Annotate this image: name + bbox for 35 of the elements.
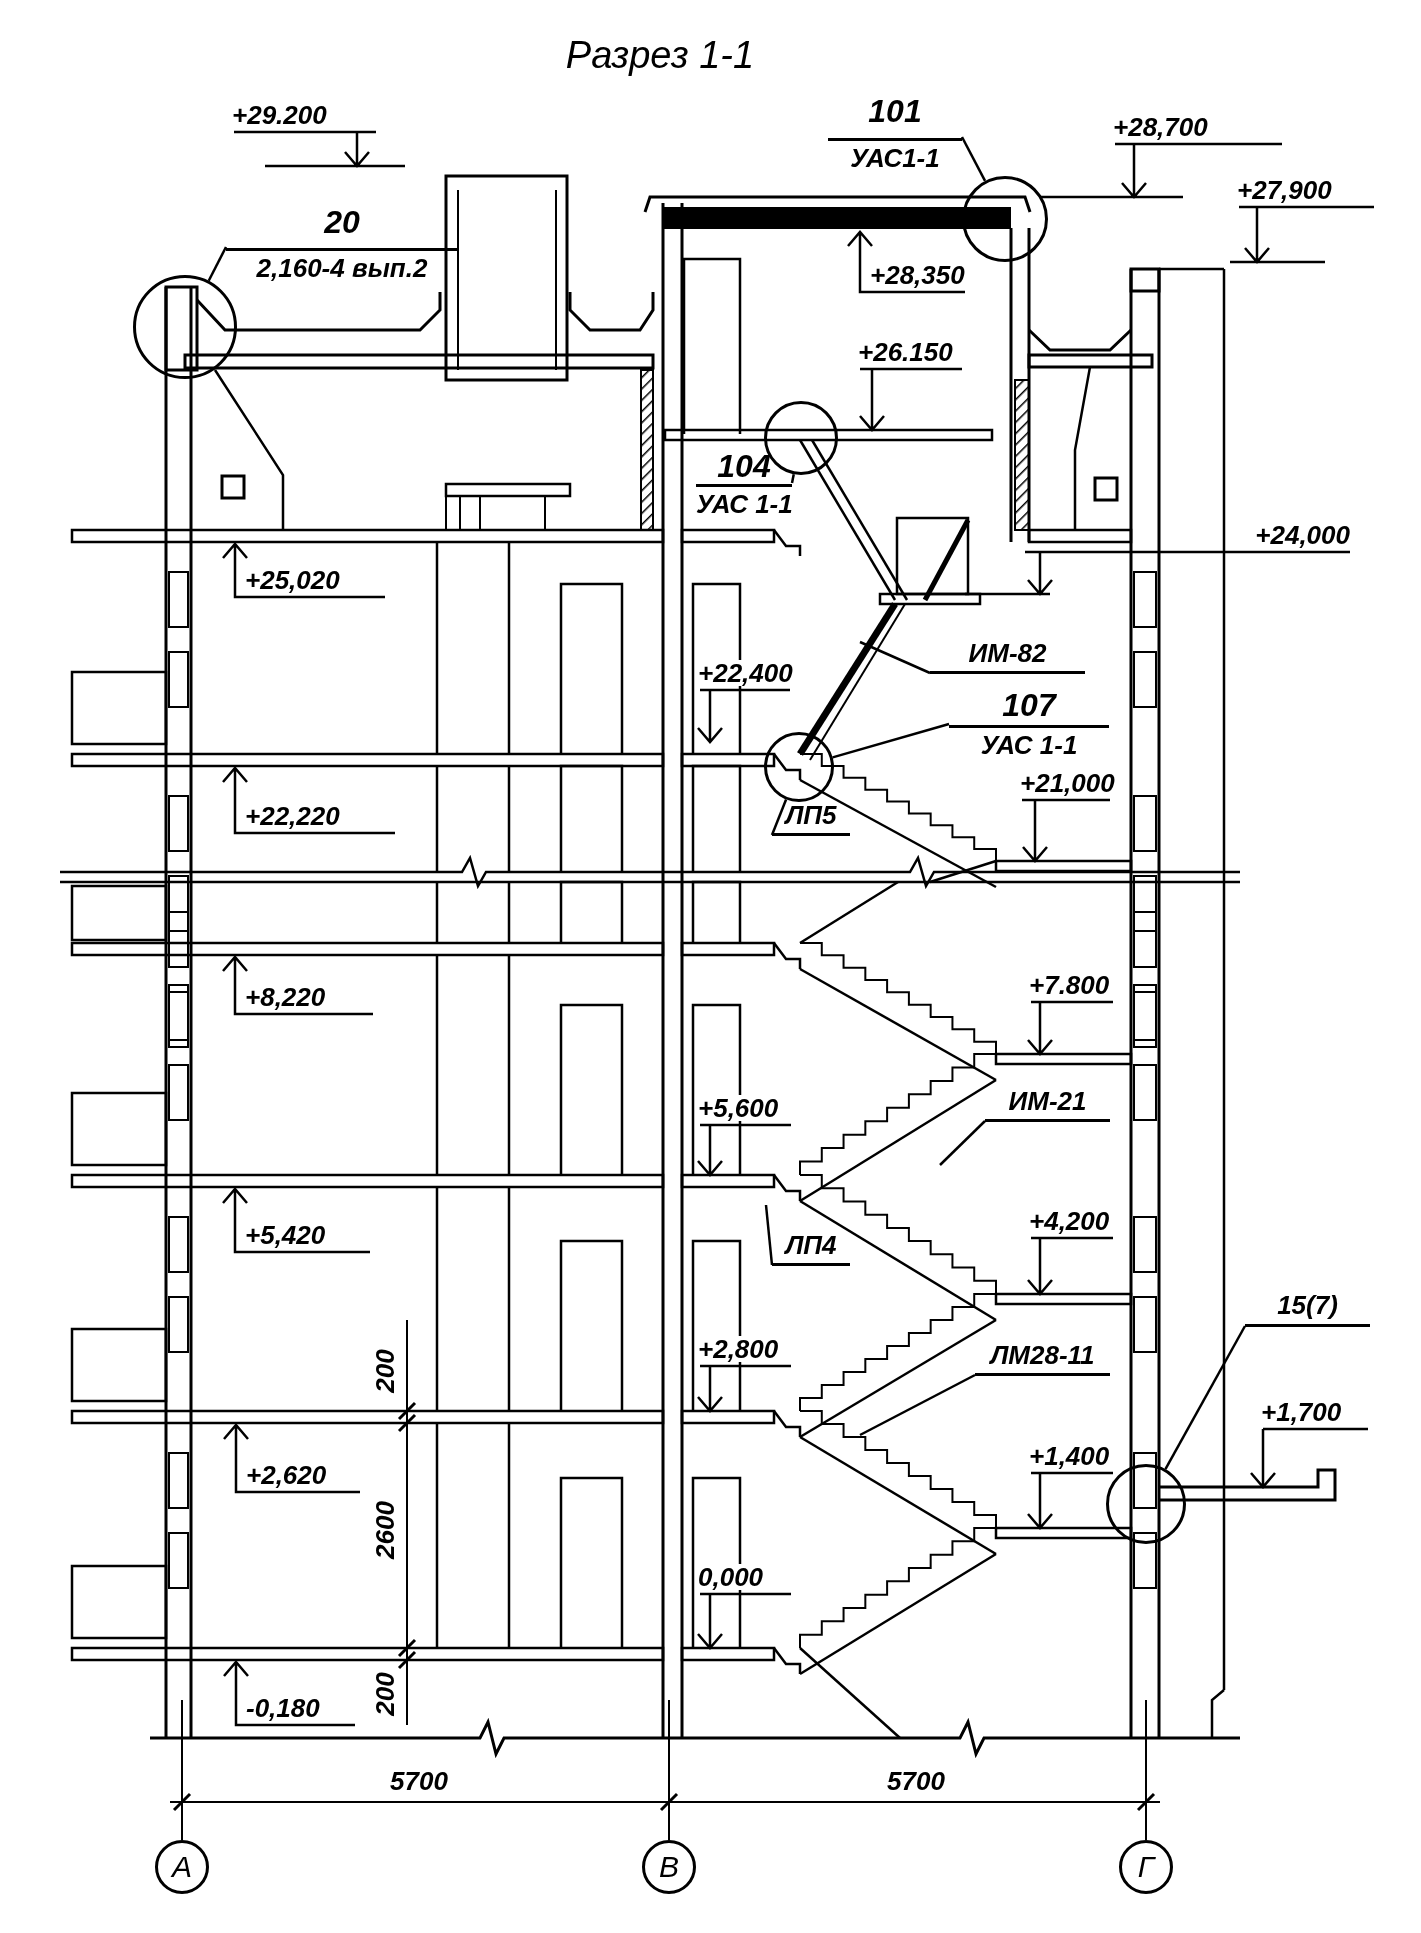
callout-number: 104 [696,452,792,487]
title: Разрез 1-1 [565,36,755,74]
axis-marker: А [155,1840,209,1894]
callout-reference: УАС 1-1 [696,488,792,517]
elevation-label: +2,800 [698,1336,779,1362]
detail-circle [764,732,834,802]
axis-marker: В [642,1840,696,1894]
leader-line [859,640,931,675]
elevation-label: +22,400 [698,660,793,686]
callout-label: ЛП5 [772,798,850,836]
detail-circle [133,275,237,379]
leader-line [764,1204,774,1266]
leader-line [207,246,228,282]
callout-reference: УАС 1-1 [979,729,1079,758]
leader-line [859,1373,976,1437]
callout-label: 15(7) [1245,1287,1370,1327]
leader-line [790,474,795,484]
callout-number: 20 [226,200,458,251]
callout-label: ЛМ28-11 [975,1338,1110,1376]
leader-line [832,722,950,759]
callout-label: ИМ-21 [985,1084,1110,1122]
callout-number: 107 [949,690,1109,728]
callout-label: ЛП4 [772,1228,850,1266]
callout-number: 101 [828,88,962,141]
callout-label: ИМ-82 [930,636,1085,674]
detail-circle [962,176,1048,262]
elevation-label: +5,600 [698,1095,779,1121]
leader-line [1164,1325,1247,1470]
leader-line [770,799,788,836]
callout-reference: 2,160-4 вып.2 [255,252,429,281]
leader-line [939,1120,986,1166]
callout-reference: УАС1-1 [849,142,941,171]
axis-marker: Г [1119,1840,1173,1894]
elevation-label: 0,000 [698,1564,764,1590]
leader-line [960,136,987,182]
